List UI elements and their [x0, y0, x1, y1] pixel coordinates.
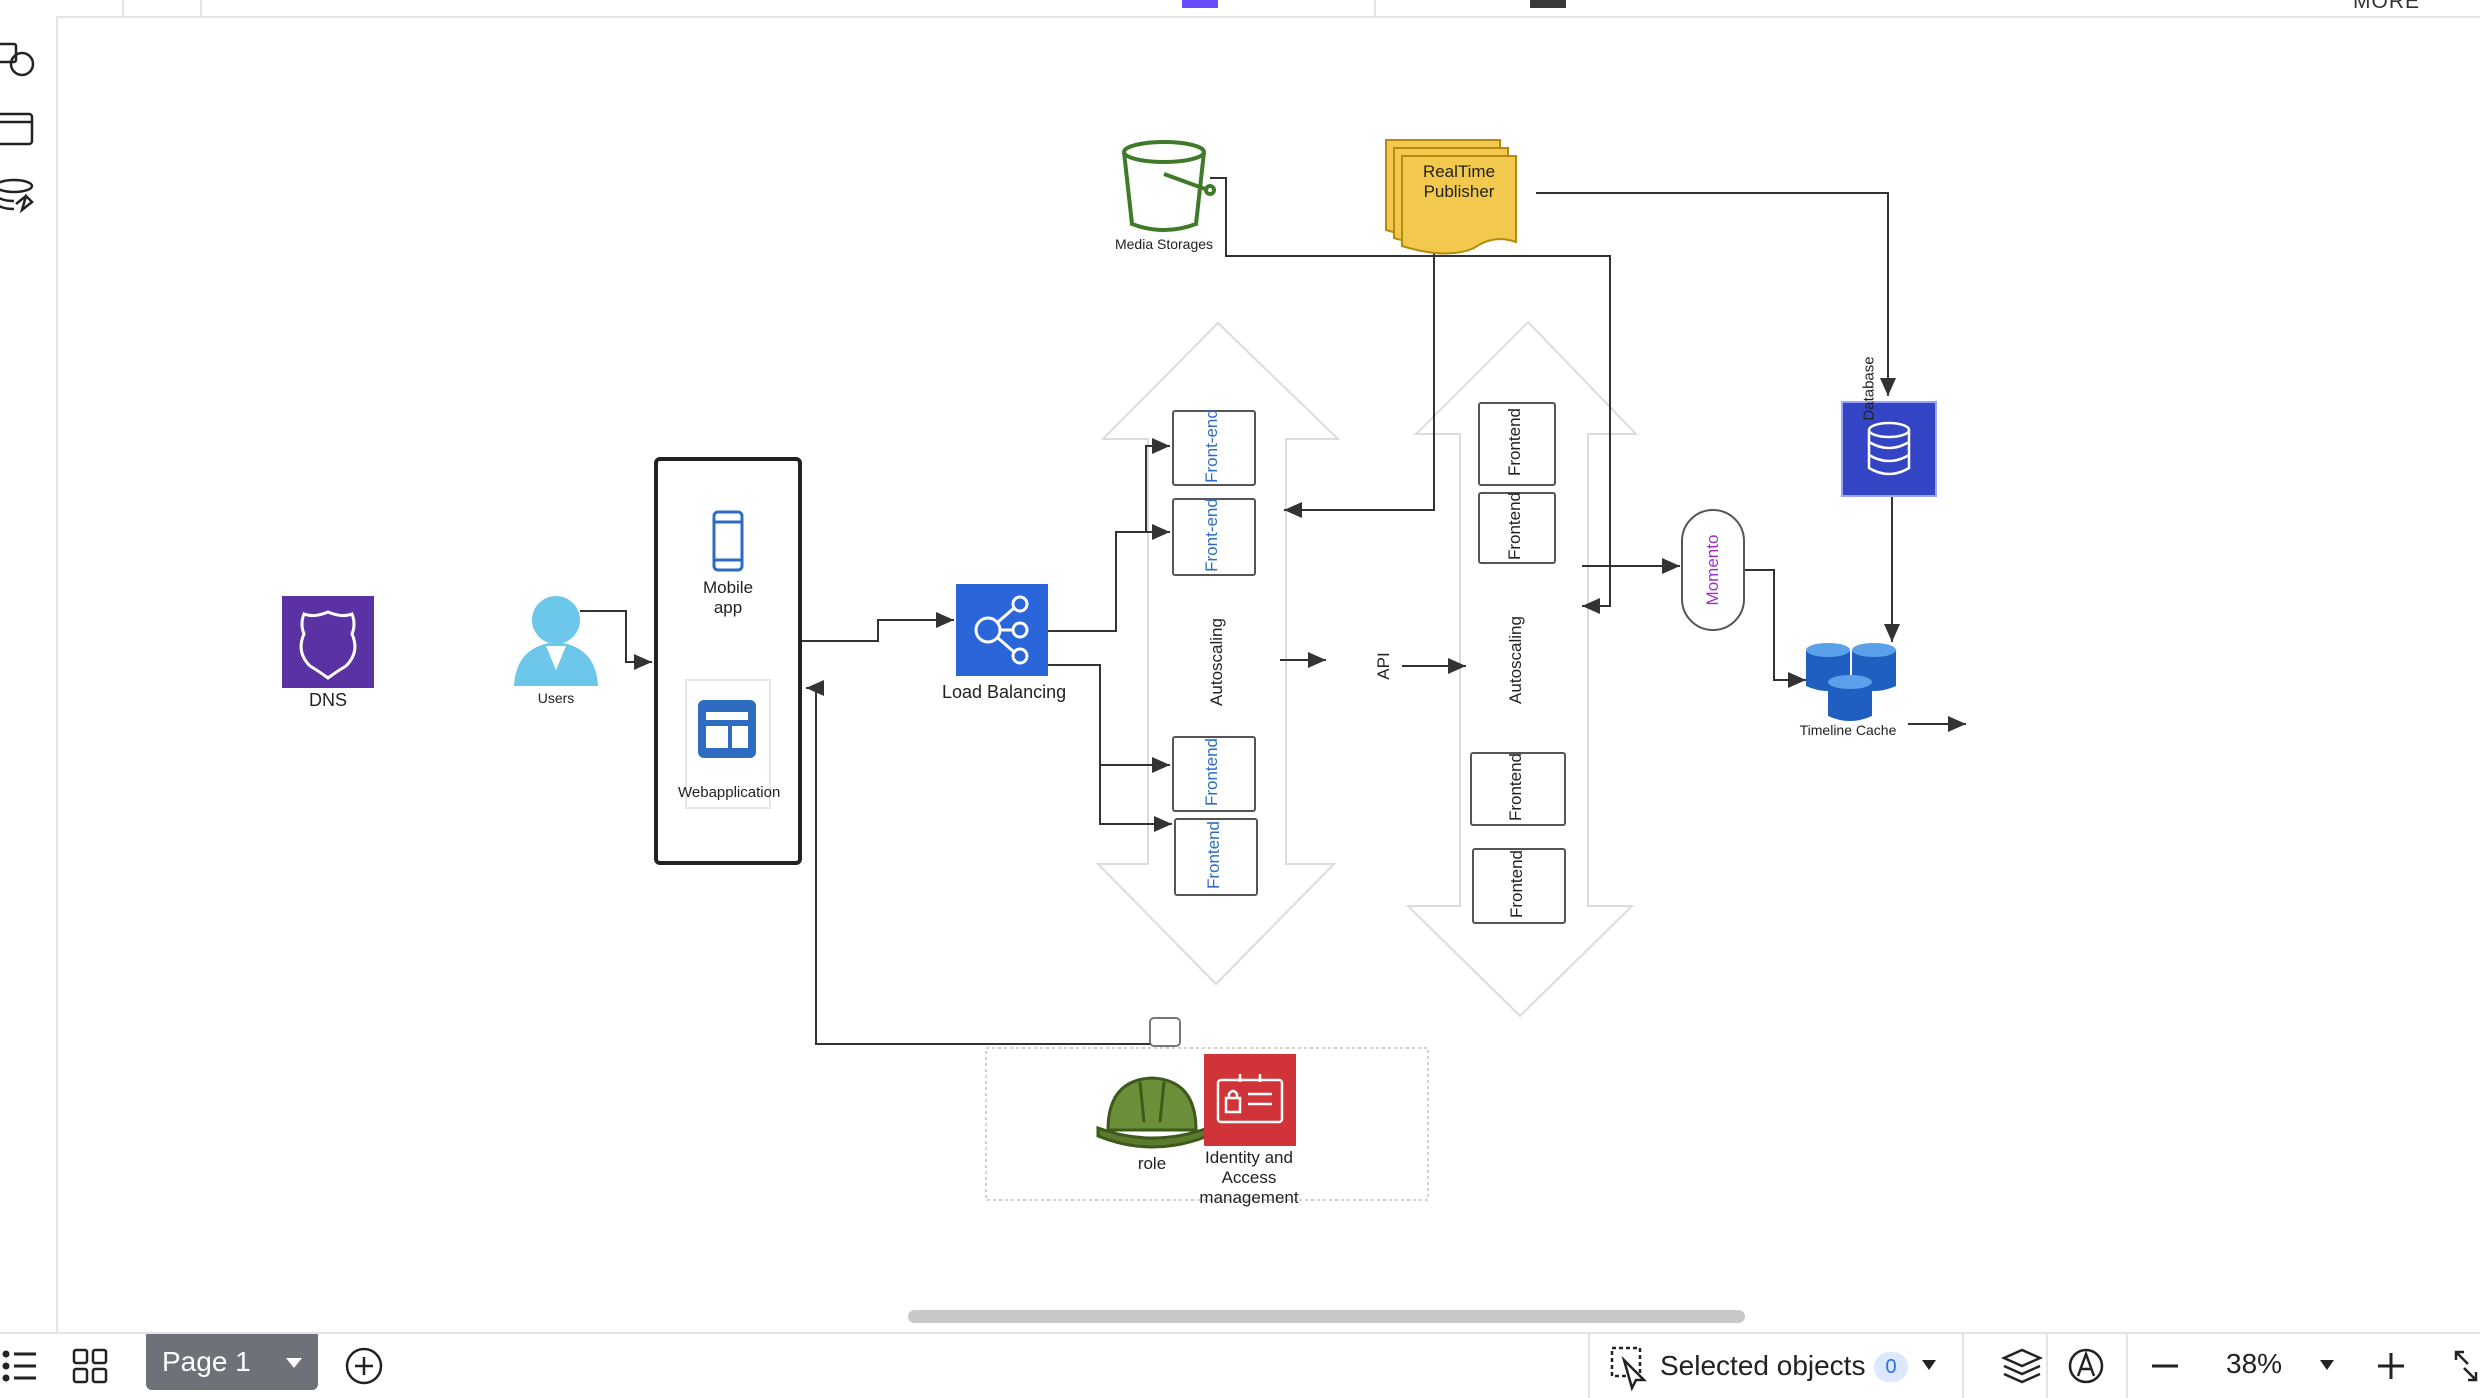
front-end-label: Front-end — [1202, 498, 1221, 572]
front-end-label: Front-end — [1202, 409, 1221, 483]
toolbar-divider — [200, 0, 202, 16]
fullscreen-icon[interactable] — [2454, 1350, 2478, 1382]
bottom-divider — [2046, 1334, 2048, 1398]
publisher-line: RealTime — [1422, 162, 1496, 181]
autoscaling-group-left-arrow — [1095, 321, 1341, 986]
diagram-canvas[interactable]: Front-end Front-end Frontend Frontend Au… — [58, 18, 2480, 1330]
database-label: Database — [1860, 356, 1878, 421]
frontend-box[interactable] — [1472, 848, 1566, 924]
bottom-divider — [2126, 1334, 2128, 1398]
web-application-label: Webapplication — [678, 784, 781, 801]
zoom-in-icon[interactable] — [2378, 1353, 2404, 1379]
dns-label: DNS — [308, 690, 347, 710]
frontend-box[interactable] — [1478, 402, 1556, 486]
bottom-divider — [1962, 1334, 1964, 1398]
iam-icon[interactable] — [1204, 1054, 1296, 1146]
iam-label: Identity and Access management — [1184, 1148, 1314, 1208]
shapes-icon[interactable] — [0, 42, 35, 77]
page-tab[interactable]: Page 1 — [146, 1334, 318, 1390]
mobile-phone-icon[interactable] — [712, 510, 744, 572]
user-avatar-icon[interactable] — [514, 596, 598, 686]
list-view-icon[interactable] — [2, 1350, 36, 1382]
cache-cylinders-icon[interactable] — [1806, 643, 1896, 721]
iam-line: Access — [1221, 1168, 1277, 1187]
color-swatch[interactable] — [1530, 0, 1566, 8]
load-balancer-icon[interactable] — [956, 584, 1048, 676]
frontend-box[interactable] — [1172, 410, 1256, 486]
realtime-publisher-label: RealTime Publisher — [1402, 162, 1516, 202]
frontend-label: Frontend — [1204, 820, 1223, 890]
media-storages-label: Media Storages — [1114, 236, 1214, 252]
left-sidebar — [0, 16, 58, 1332]
top-toolbar: MORE — [0, 0, 2480, 18]
more-button[interactable]: MORE — [2353, 0, 2420, 13]
selection-cursor-icon — [1610, 1346, 1648, 1392]
active-tool-indicator[interactable] — [1182, 0, 1218, 8]
grid-view-icon[interactable] — [72, 1348, 108, 1384]
toolbar-divider — [1374, 0, 1376, 16]
chevron-down-icon[interactable] — [286, 1358, 302, 1368]
frontend-label: Frontend — [1507, 849, 1526, 919]
autoscaling-label: Autoscaling — [1207, 618, 1226, 706]
diagram-svg — [282, 139, 1966, 1201]
layers-icon[interactable] — [2000, 1348, 2044, 1384]
momento-label: Momento — [1703, 534, 1722, 606]
bottom-divider — [1588, 1334, 1590, 1398]
frontend-box[interactable] — [1174, 818, 1258, 896]
mobile-app-label: Mobile app — [688, 578, 768, 618]
s3-bucket-icon[interactable] — [1122, 140, 1216, 232]
load-balancing-label: Load Balancing — [942, 682, 1067, 702]
add-page-icon[interactable] — [345, 1347, 383, 1385]
hardhat-icon[interactable] — [1096, 1076, 1210, 1149]
connectors — [580, 177, 1966, 1045]
frontend-box[interactable] — [1172, 498, 1256, 576]
client-apps-box[interactable] — [654, 457, 802, 865]
publisher-line: Publisher — [1423, 182, 1495, 201]
role-label: role — [1137, 1154, 1167, 1173]
autoscaling-group-right-arrow — [1405, 320, 1639, 1018]
frontend-label: Frontend — [1506, 752, 1525, 822]
selected-count-badge: 0 — [1874, 1352, 1908, 1382]
iam-group-container — [985, 1047, 1429, 1201]
frontend-box[interactable] — [1470, 752, 1566, 826]
database-icon[interactable] — [1841, 401, 1937, 497]
momento-node[interactable] — [1681, 509, 1745, 631]
autoscaling-label: Autoscaling — [1506, 616, 1525, 704]
iam-line: Identity and — [1205, 1148, 1293, 1167]
mobile-app-line: app — [713, 598, 743, 617]
mobile-app-line: Mobile — [702, 578, 754, 597]
database-link-icon[interactable] — [0, 178, 34, 214]
toolbar-divider — [122, 0, 124, 16]
zoom-level[interactable]: 38% — [2226, 1348, 2283, 1379]
web-application-icon[interactable] — [685, 679, 771, 809]
page-tab-label: Page 1 — [162, 1346, 251, 1377]
selected-objects-label[interactable]: Selected objects — [1660, 1350, 1866, 1381]
frontend-box[interactable] — [1172, 736, 1256, 812]
frontend-label: Frontend — [1505, 491, 1524, 561]
horizontal-scrollbar[interactable] — [908, 1310, 1745, 1323]
navigation-icon[interactable] — [2068, 1348, 2104, 1384]
route53-icon[interactable] — [282, 596, 374, 688]
frontend-box[interactable] — [1478, 492, 1556, 564]
group-handle[interactable] — [1149, 1017, 1181, 1047]
timeline-cache-label: Timeline Cache — [1799, 722, 1897, 738]
api-label: API — [1374, 652, 1393, 680]
chevron-down-icon[interactable] — [2320, 1360, 2334, 1370]
document-stack-icon[interactable] — [1385, 139, 1517, 255]
chevron-down-icon[interactable] — [1922, 1360, 1936, 1370]
iam-line: management — [1199, 1188, 1299, 1207]
container-icon[interactable] — [0, 112, 34, 146]
users-label: Users — [537, 690, 575, 706]
bottom-bar: Page 1 Selected objects 0 38% — [0, 1332, 2480, 1398]
